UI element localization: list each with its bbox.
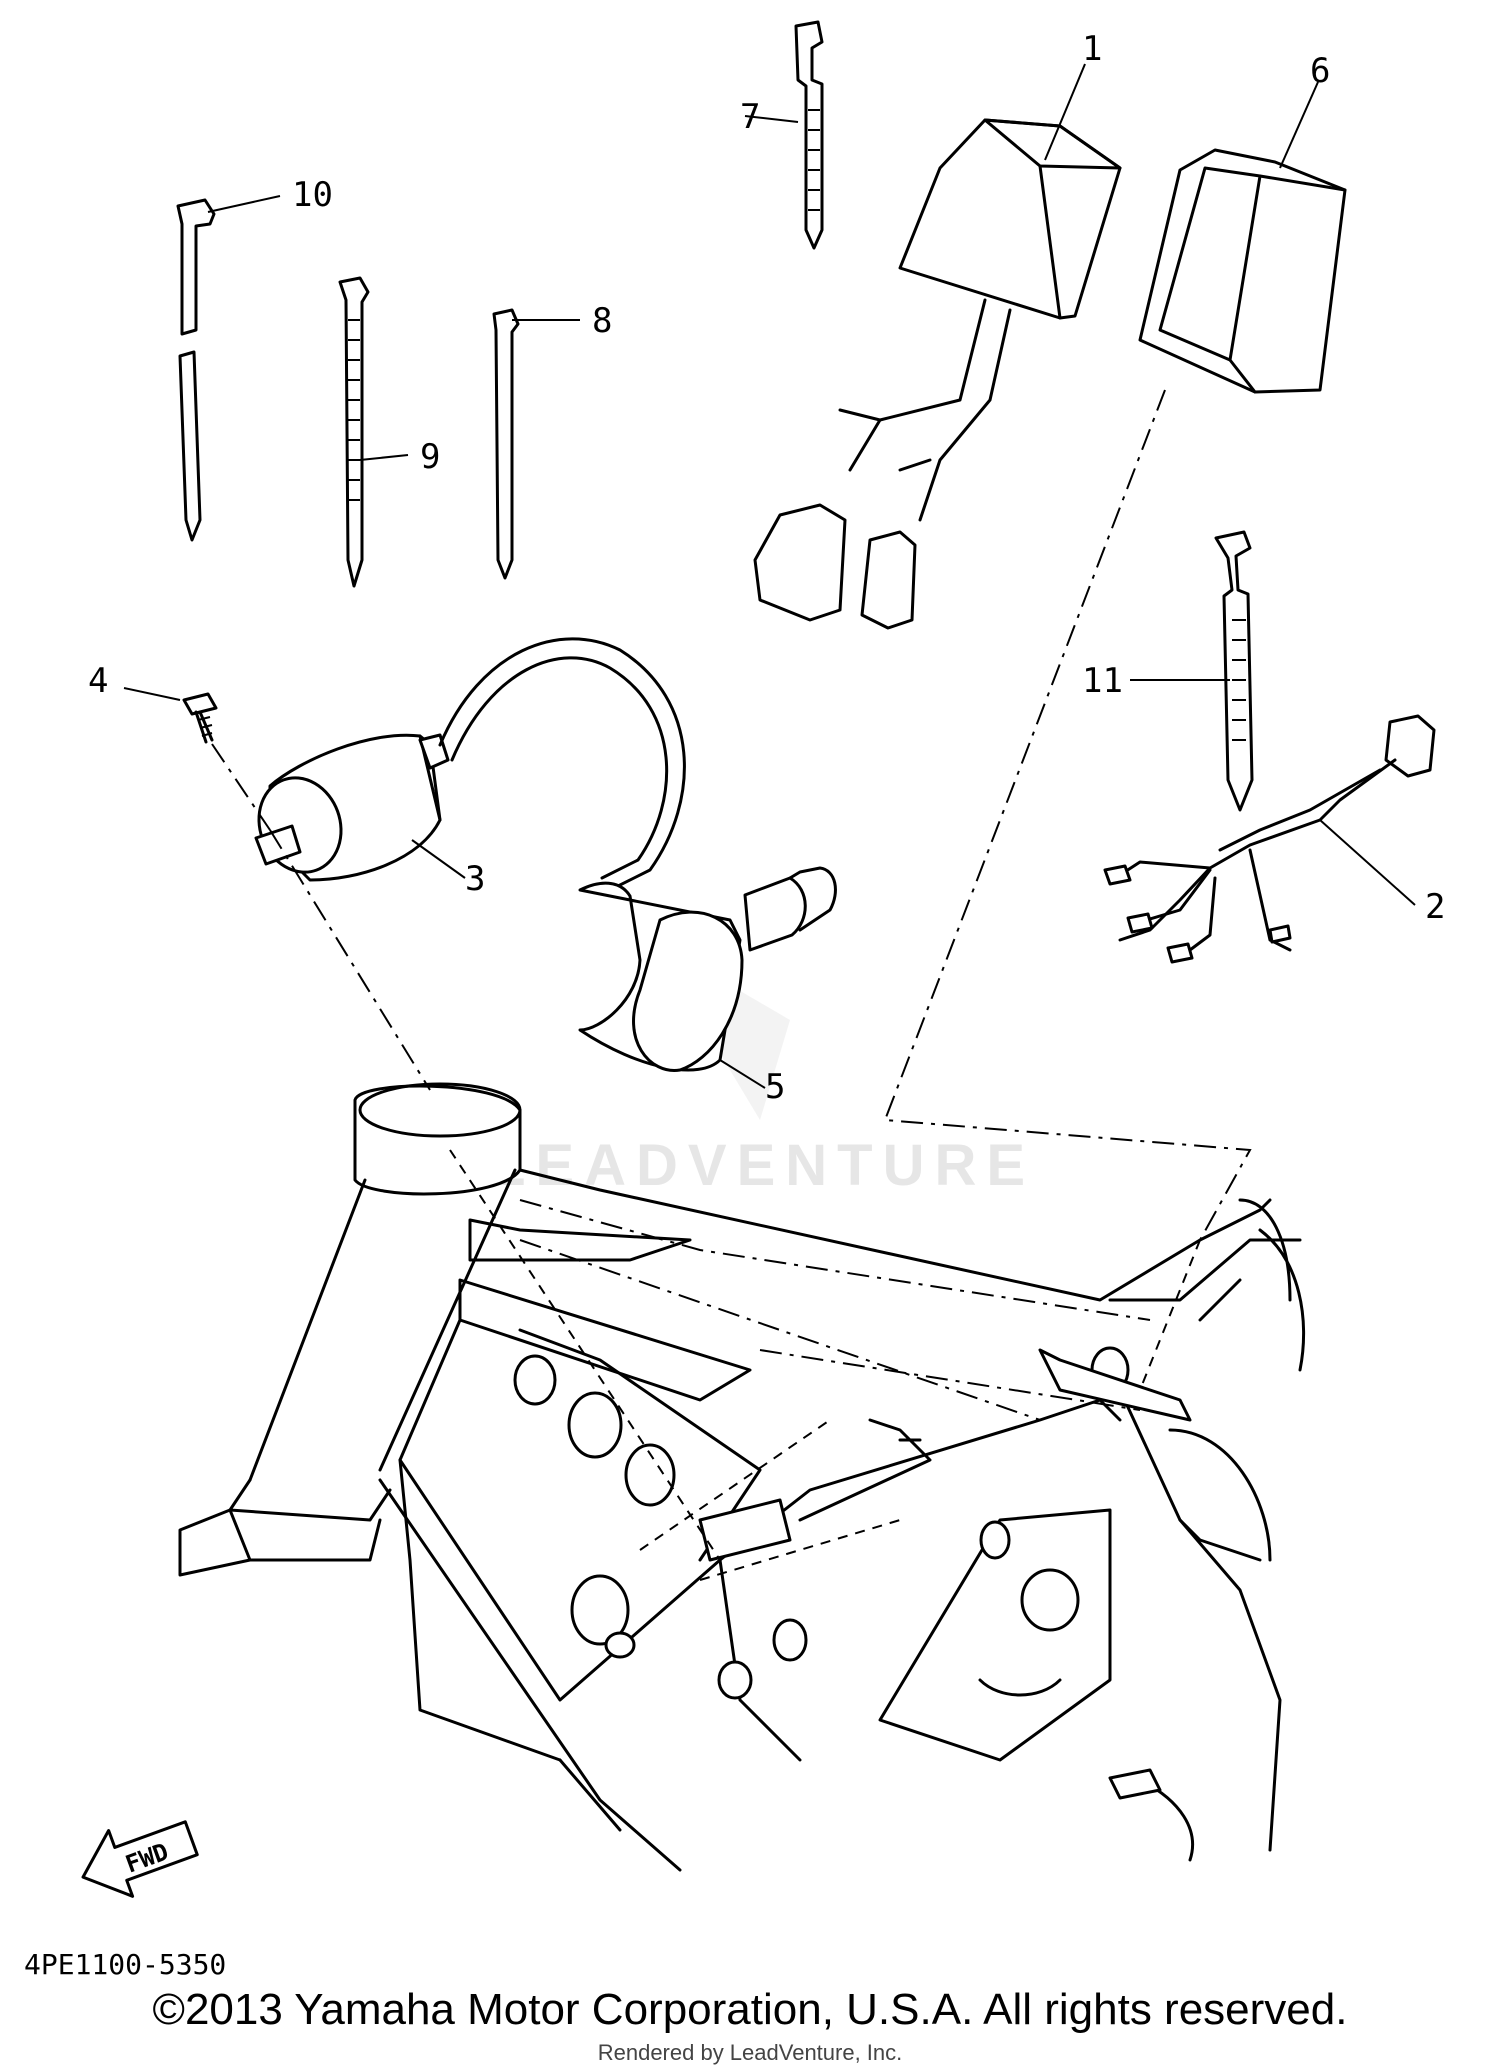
part-2-wire-harness[interactable] [1103,714,1436,964]
assembly-lines [269,389,1252,1581]
callout-3[interactable]: 3 [465,859,485,899]
part-8-cable-tie[interactable] [492,308,520,580]
callout-6[interactable]: 6 [1310,51,1330,91]
part-6-cover[interactable] [1138,148,1347,394]
part-3-ignition-coil[interactable] [246,637,686,892]
part-11-cable-tie[interactable] [1214,530,1254,812]
callout-8[interactable]: 8 [592,301,612,341]
callout-leaders [123,63,1416,1089]
diagram-part-code: 4PE1100-5350 [24,1948,227,1981]
part-5-plug-cap[interactable] [578,866,837,1072]
callout-5[interactable]: 5 [765,1067,785,1107]
rendered-by-credit: Rendered by LeadVenture, Inc. [597,2040,903,2065]
watermark: LEADVENTURE [490,1133,1035,1198]
fwd-arrow: FWD [81,1820,199,1898]
part-4-screw[interactable] [182,692,271,831]
part-10-cable-tie[interactable] [176,198,216,542]
callout-9[interactable]: 9 [420,437,440,477]
part-9-cable-tie[interactable] [338,276,370,588]
frame [178,1082,1306,1872]
part-7-cable-tie[interactable] [794,20,824,250]
copyright-notice: ©2013 Yamaha Motor Corporation, U.S.A. A… [152,1985,1348,2034]
callout-1[interactable]: 1 [1082,29,1102,69]
callout-10[interactable]: 10 [292,175,333,215]
callout-11[interactable]: 11 [1082,661,1123,701]
callout-2[interactable]: 2 [1425,887,1445,927]
callout-4[interactable]: 4 [88,661,108,701]
callout-7[interactable]: 7 [740,97,760,137]
part-1-cdi-unit[interactable] [753,118,1122,630]
